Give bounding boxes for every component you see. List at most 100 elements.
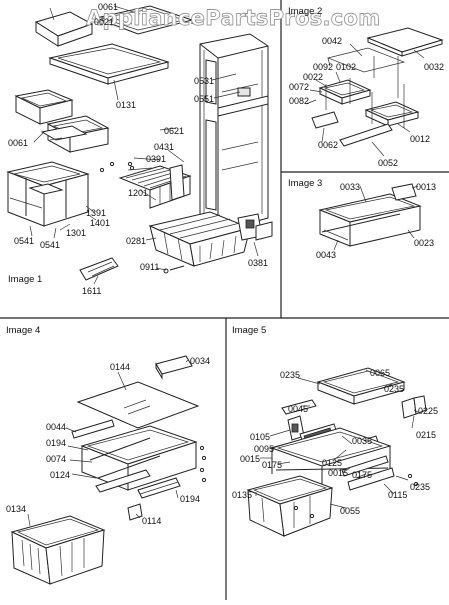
- part-label: 0065: [370, 368, 390, 378]
- part-label: 0431: [154, 142, 174, 152]
- part-label: 1391: [86, 208, 106, 218]
- part-label: 0045: [288, 404, 308, 414]
- panel-title-image4: Image 4: [6, 325, 40, 336]
- part-shape-clip-0114: [127, 503, 143, 521]
- part-shape-rail-0115: [347, 467, 395, 491]
- part-shape-shelf-0065: [316, 367, 406, 405]
- part-label: 0131: [116, 100, 136, 110]
- panel-title-image2: Image 2: [288, 6, 322, 17]
- panel-title-image3: Image 3: [288, 178, 322, 189]
- screw-marker: [129, 165, 135, 171]
- screw-marker: [109, 161, 115, 167]
- part-label: 0124: [50, 470, 70, 480]
- screw-marker: [201, 477, 207, 483]
- part-label: 0175: [262, 460, 282, 470]
- part-label: 0541: [14, 236, 34, 246]
- part-shape-trim-0034: [155, 355, 193, 380]
- part-shape-trim-0044: [71, 419, 115, 439]
- part-label: 0042: [322, 36, 342, 46]
- part-shape-glass-0144: [76, 381, 200, 429]
- part-label: 0115: [388, 490, 407, 500]
- screw-marker: [127, 161, 133, 167]
- part-label: 0134: [6, 504, 26, 514]
- part-label: 0074: [46, 454, 66, 464]
- part-label: 0021: [94, 17, 114, 27]
- part-label: 0095: [254, 444, 274, 454]
- panel-image1: [6, 5, 273, 285]
- panel-image2: [305, 27, 444, 157]
- part-shape-shelf-0012: [364, 101, 420, 127]
- part-label: 0035: [352, 436, 372, 446]
- part-label: 0235: [384, 384, 404, 394]
- part-label: 0194: [180, 494, 200, 504]
- labels-image4: 0144 0034 0044 0194 0074 0124 0194 0134 …: [6, 356, 210, 526]
- part-label: 0034: [190, 356, 210, 366]
- part-label: 1401: [90, 218, 110, 228]
- leader-lines-image3: [333, 185, 419, 251]
- part-label: 0044: [46, 422, 66, 432]
- panel-image4: [10, 355, 207, 585]
- labels-image2: 0042 0032 0092 0102 0022 0072 0082 0062 …: [289, 36, 444, 168]
- part-label: 0381: [248, 258, 268, 268]
- part-label: 0023: [414, 238, 434, 248]
- part-label: 0102: [336, 62, 356, 72]
- panel-title-image5: Image 5: [232, 325, 266, 336]
- part-label: 0013: [416, 182, 436, 192]
- part-shape-drawer-0135: [246, 475, 334, 537]
- part-label: 0531: [194, 76, 214, 86]
- part-label: 0144: [110, 362, 130, 372]
- part-label: 0032: [424, 62, 444, 72]
- part-shape-wire-shelf: [118, 164, 192, 209]
- leader-lines-image4: [27, 359, 189, 527]
- part-shape-bracket-0225: [401, 395, 427, 419]
- part-label: 0061: [8, 138, 28, 148]
- leader-lines-image2: [305, 43, 425, 157]
- part-label: 0072: [289, 82, 309, 92]
- part-shape-rail-0194: [137, 477, 181, 499]
- screw-marker: [309, 513, 315, 519]
- part-label: 0541: [40, 240, 60, 250]
- part-shape-bracket-0381: [237, 213, 273, 241]
- part-label: 0194: [46, 438, 66, 448]
- part-label: 0125: [322, 458, 342, 468]
- watermark-text: AppliancePartsPros.com: [86, 6, 380, 30]
- part-shape-drawers-left: [14, 89, 110, 153]
- part-label: 0391: [146, 154, 166, 164]
- part-shape-bracket-1611: [79, 257, 119, 281]
- panel-title-image1: Image 1: [8, 274, 42, 285]
- part-label: 0015: [328, 468, 348, 478]
- part-label: 0235: [280, 370, 300, 380]
- part-shape-shelf-0032: [366, 27, 444, 57]
- part-shape-rails-image2: [325, 56, 405, 128]
- screw-marker: [407, 473, 413, 479]
- screw-marker: [199, 445, 205, 451]
- part-label: 0061: [98, 2, 118, 12]
- part-label: 0175: [352, 470, 372, 480]
- leader-lines-image1: [29, 5, 259, 285]
- part-label: 0281: [126, 236, 146, 246]
- labels-image3: 0033 0013 0043 0023: [316, 182, 436, 260]
- part-label: 0621: [164, 126, 184, 136]
- part-label: 0033: [340, 182, 360, 192]
- panel-image3: [318, 183, 422, 251]
- screw-marker: [293, 505, 299, 511]
- part-label: 0551: [194, 94, 214, 104]
- part-shape-basket: [148, 211, 252, 267]
- part-shape-frame-0042: [326, 47, 406, 73]
- screw-marker: [99, 167, 105, 173]
- part-label: 0082: [289, 96, 309, 106]
- screw-marker: [413, 481, 419, 487]
- part-shape-trim-0052: [339, 123, 393, 147]
- labels-image1: 0061 0021 0131 0531 0551 0061 0621 0431 …: [8, 2, 268, 296]
- part-label: 0015: [240, 454, 260, 464]
- part-label: 0055: [340, 506, 360, 516]
- part-shape-shelf-0092: [318, 79, 372, 105]
- screw-marker: [199, 467, 205, 473]
- part-label: 1301: [66, 228, 86, 238]
- part-label: 1611: [82, 286, 101, 296]
- screw-marker: [201, 455, 207, 461]
- part-label: 0215: [416, 430, 436, 440]
- part-label: 0012: [410, 134, 430, 144]
